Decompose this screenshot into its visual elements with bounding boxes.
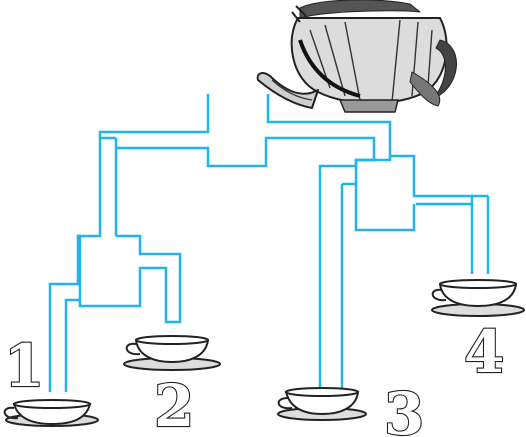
cup-3-label: 3	[384, 380, 424, 437]
teapot-icon	[258, 0, 457, 112]
teacup-icon	[124, 336, 220, 370]
cup-2-label: 2	[154, 372, 194, 437]
pipe-network	[50, 94, 488, 392]
teacup-icon	[5, 400, 98, 426]
pipe-left-box-inner	[66, 300, 80, 392]
pipe-right-top	[268, 94, 472, 274]
teacup-icon	[432, 280, 524, 316]
pipe-left-box	[78, 236, 180, 322]
cup-4-label: 4	[464, 318, 504, 386]
pipe-mid-loop	[356, 156, 414, 230]
teacup-icon	[278, 388, 366, 420]
pipe-mid-down	[342, 184, 356, 390]
cup-1-label: 1	[4, 332, 44, 400]
